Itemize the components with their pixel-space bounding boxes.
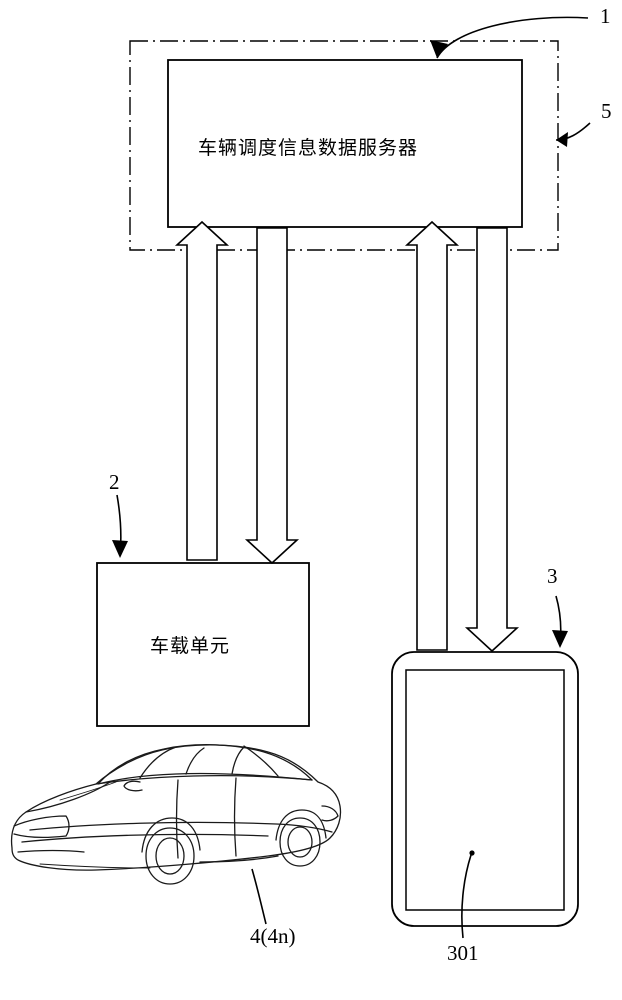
ref-number-5: 5	[601, 99, 612, 123]
leader-line-1	[436, 16, 589, 59]
ref-number-301: 301	[447, 941, 479, 965]
dashdot-region	[129, 40, 559, 251]
onboard-unit-box-label: 车载单元	[150, 635, 231, 657]
leader-arrowhead-3	[552, 630, 568, 648]
server-to-onboard-unit-down-arrow	[244, 227, 300, 565]
server-to-terminal-down-arrow	[464, 227, 520, 653]
server-box-label: 车辆调度信息数据服务器	[198, 137, 419, 159]
onboard-unit-up-arrow	[174, 220, 230, 561]
leader-arrowhead-1	[430, 40, 448, 58]
onboard-unit-box	[96, 562, 310, 727]
ref-number-2: 2	[109, 470, 120, 494]
vehicle-illustration	[10, 744, 342, 885]
ref-number-4: 4(4n)	[250, 924, 296, 948]
terminal-screen	[405, 669, 565, 911]
ref-number-1: 1	[600, 4, 611, 28]
terminal-up-arrow	[404, 220, 460, 651]
server-box	[167, 59, 523, 228]
leader-arrowhead-5	[556, 132, 568, 147]
leader-line-301	[461, 854, 472, 939]
ref-number-3: 3	[547, 564, 558, 588]
leader-line-4	[251, 868, 267, 925]
leader-dot-301	[469, 850, 475, 856]
leader-arrowhead-2	[112, 540, 128, 558]
